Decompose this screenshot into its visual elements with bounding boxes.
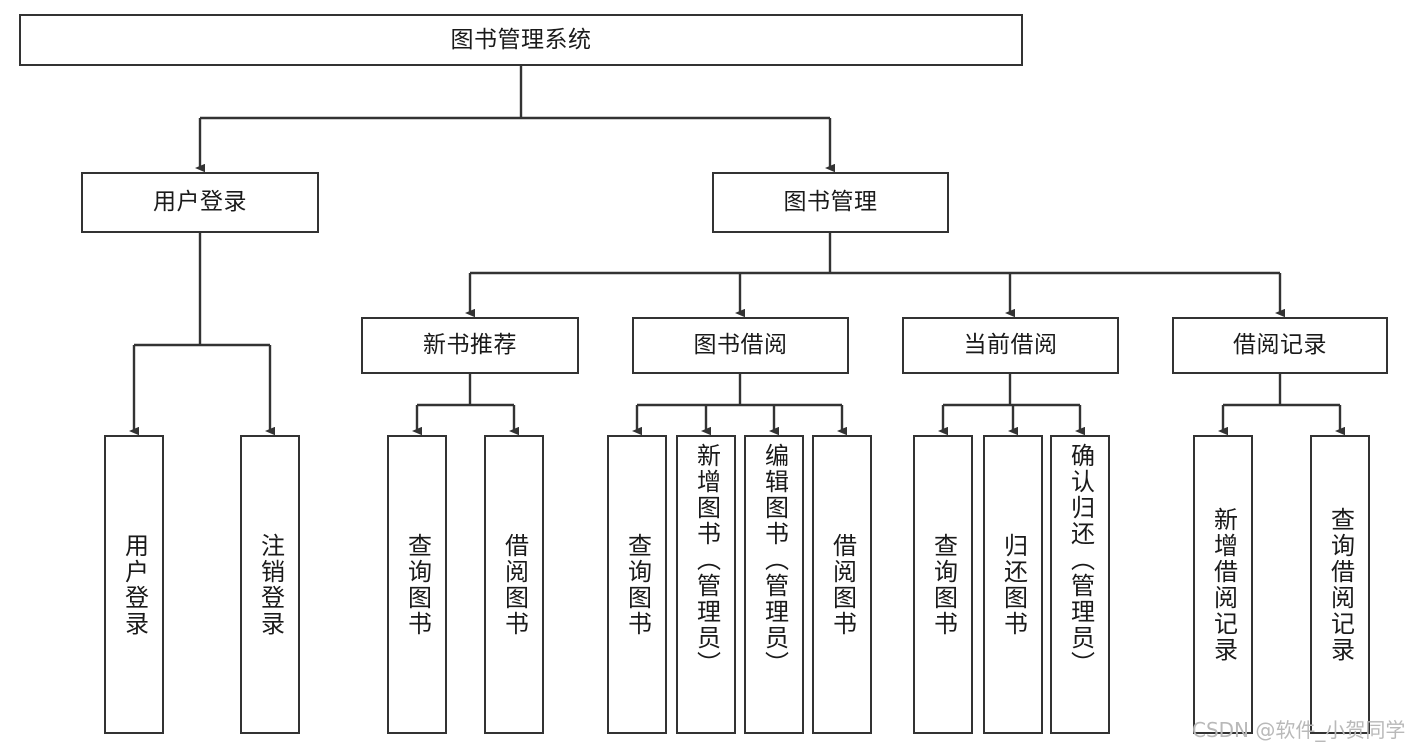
node-leaf-query-book-1-label: 查询图书 [403,532,432,637]
node-leaf-user-login[interactable]: 用户登录 [104,435,164,734]
node-current-borrow-label: 当前借阅 [963,332,1058,359]
node-root-label: 图书管理系统 [450,26,592,53]
node-leaf-query-book-2[interactable]: 查询图书 [607,435,667,734]
node-leaf-borrow-book-2[interactable]: 借阅图书 [812,435,872,734]
node-leaf-add-book-admin[interactable]: 新增图书（管理员） [676,435,736,734]
node-borrow-record[interactable]: 借阅记录 [1172,317,1388,374]
node-leaf-return-book[interactable]: 归还图书 [983,435,1043,734]
node-new-book-recommend[interactable]: 新书推荐 [361,317,579,374]
node-current-borrow[interactable]: 当前借阅 [902,317,1119,374]
node-leaf-query-book-2-label: 查询图书 [623,532,652,637]
node-leaf-borrow-book-2-label: 借阅图书 [828,532,857,637]
node-book-manage[interactable]: 图书管理 [712,172,949,233]
node-leaf-edit-book-admin-label: 编辑图书（管理员） [760,443,789,677]
node-leaf-add-book-admin-label: 新增图书（管理员） [692,443,721,677]
node-leaf-logout-login-label: 注销登录 [256,532,285,637]
node-book-borrow-label: 图书借阅 [693,332,788,359]
csdn-watermark: CSDN @软件_小贺同学 [1192,718,1405,742]
node-user-login-label: 用户登录 [153,189,247,216]
node-leaf-query-borrow-record-label: 查询借阅记录 [1326,506,1355,663]
node-leaf-borrow-book-1[interactable]: 借阅图书 [484,435,544,734]
node-leaf-add-borrow-record[interactable]: 新增借阅记录 [1193,435,1253,734]
node-book-manage-label: 图书管理 [783,189,878,216]
node-leaf-query-book-3[interactable]: 查询图书 [913,435,973,734]
node-leaf-add-borrow-record-label: 新增借阅记录 [1209,506,1238,663]
node-leaf-query-book-1[interactable]: 查询图书 [387,435,447,734]
node-leaf-user-login-label: 用户登录 [120,532,149,637]
node-book-borrow[interactable]: 图书借阅 [632,317,849,374]
node-leaf-query-borrow-record[interactable]: 查询借阅记录 [1310,435,1370,734]
node-leaf-confirm-return-admin[interactable]: 确认归还（管理员） [1050,435,1110,734]
node-borrow-record-label: 借阅记录 [1233,332,1327,359]
node-leaf-return-book-label: 归还图书 [999,532,1028,637]
node-user-login[interactable]: 用户登录 [81,172,319,233]
node-new-book-recommend-label: 新书推荐 [423,332,517,359]
node-root[interactable]: 图书管理系统 [19,14,1023,66]
node-leaf-borrow-book-1-label: 借阅图书 [500,532,529,637]
node-leaf-confirm-return-admin-label: 确认归还（管理员） [1066,443,1095,677]
node-leaf-logout-login[interactable]: 注销登录 [240,435,300,734]
node-leaf-edit-book-admin[interactable]: 编辑图书（管理员） [744,435,804,734]
node-leaf-query-book-3-label: 查询图书 [929,532,958,637]
